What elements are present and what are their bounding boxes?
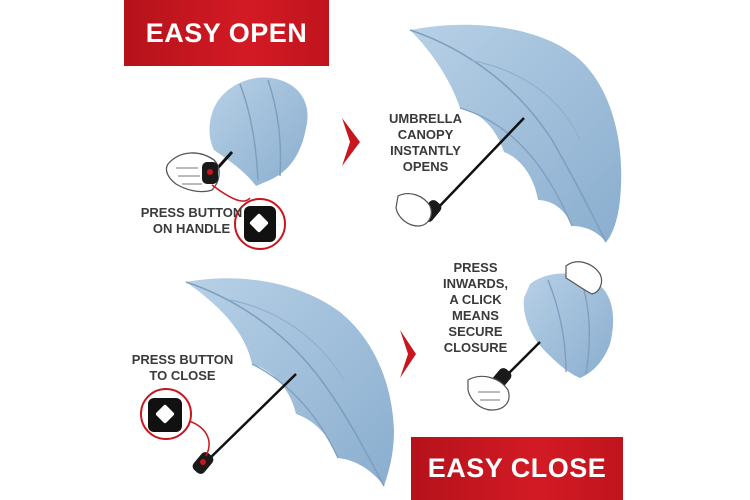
closed-umbrella-icon: [467, 261, 614, 411]
easy-open-banner: EASY OPEN: [124, 0, 329, 66]
handle-button-icon: [234, 198, 286, 250]
open-umbrella-icon: [395, 24, 622, 243]
open-umbrella-icon: [185, 278, 394, 487]
arrow-right-icon: [400, 330, 416, 378]
arrow-right-icon: [342, 118, 360, 166]
easy-close-banner: EASY CLOSE: [411, 437, 623, 500]
press-inwards-caption: PRESS INWARDS, A CLICK MEANS SECURE CLOS…: [443, 260, 508, 355]
press-button-to-close-caption: PRESS BUTTON TO CLOSE: [131, 352, 234, 383]
callout-line: [211, 184, 251, 202]
hand-icon: [165, 152, 220, 193]
handle-button-icon: [140, 388, 192, 440]
press-button-on-handle-caption: PRESS BUTTON ON HANDLE: [140, 205, 243, 236]
closed-umbrella-icon: [209, 77, 308, 186]
callout-line: [185, 419, 210, 457]
canopy-opens-caption: UMBRELLA CANOPY INSTANTLY OPENS: [389, 111, 462, 174]
